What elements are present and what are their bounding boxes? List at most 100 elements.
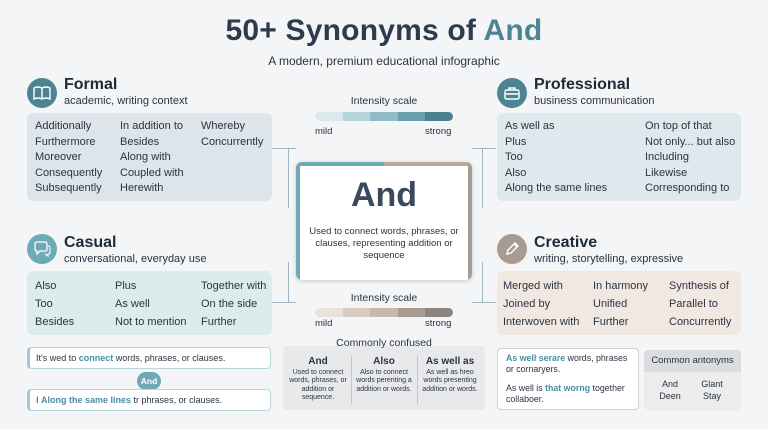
intensity-step — [342, 112, 371, 121]
formal-subtitle: academic, writing context — [64, 95, 188, 107]
creative-subtitle: writing, storytelling, expressive — [534, 253, 684, 265]
casual-col-2: Plus As well Not to mention — [115, 277, 187, 331]
confused-item: As well as As well as hreo words present… — [422, 356, 478, 393]
synonym: Concurrently — [669, 316, 732, 328]
synonym: Herewith — [120, 182, 164, 194]
page-title: 50+ Synonyms of And — [225, 14, 543, 47]
professional-subtitle: business communication — [534, 95, 655, 107]
book-icon — [27, 78, 57, 108]
antonyms-col-1: And Deen — [658, 378, 682, 402]
synonym: Likewise — [645, 166, 688, 179]
synonym: Along with — [120, 151, 171, 163]
synonym: Also — [35, 280, 57, 292]
center-word: And — [350, 176, 418, 214]
synonym: On top of that — [645, 120, 712, 132]
intensity-step — [370, 112, 398, 121]
synonym: In addition to — [120, 120, 183, 132]
synonym: Unified — [593, 298, 628, 310]
synonym: Further — [593, 316, 629, 328]
synonym: Too — [505, 151, 523, 163]
creative-col-1: Merged with Joined by Interwoven with — [503, 277, 579, 331]
intensity-strong: strong — [425, 126, 452, 137]
antonyms-box: Common antonyms And Deen Glant Stay — [644, 350, 741, 410]
antonyms-title: Common antonyms — [644, 350, 741, 372]
professional-col-2: On top of that Not only... but also Incl… — [645, 119, 735, 197]
synonym: As well — [115, 298, 150, 310]
formal-col-1: Additionally Furthermore Moreover Conseq… — [35, 119, 102, 197]
synonym: Including — [645, 151, 690, 163]
synonym: Along the same lines — [505, 182, 608, 194]
synonym: Not only... but also — [645, 135, 736, 148]
intensity-step — [315, 112, 343, 121]
intensity-step — [397, 112, 426, 121]
casual-subtitle: conversational, everyday use — [64, 253, 207, 265]
creative-example-1: As well serare words, phrases or cornary… — [506, 353, 628, 374]
synonym: Plus — [115, 280, 137, 292]
formal-col-2: In addition to Besides Along with Couple… — [120, 119, 184, 197]
intensity-step — [315, 308, 343, 317]
commonly-confused-box: And Used to connect words, phrases, or a… — [283, 346, 485, 410]
synonym: Besides — [120, 135, 160, 148]
synonym: Merged with — [503, 280, 563, 292]
center-description: Used to connect words, phrases, or claus… — [309, 226, 459, 261]
synonym: Moreover — [35, 151, 82, 163]
synonym: Synthesis of — [669, 280, 729, 292]
synonym: Too — [35, 298, 53, 310]
synonym: Parallel to — [669, 298, 718, 310]
intensity-strong: strong — [425, 318, 452, 329]
intensity-mild: mild — [315, 126, 333, 137]
antonym: Glant — [701, 379, 723, 389]
synonym: Consequently — [35, 166, 103, 179]
formal-title: Formal — [64, 76, 118, 93]
center-card: And Used to connect words, phrases, or c… — [296, 162, 472, 280]
professional-col-1: As well as Plus Too Also Along the same … — [505, 119, 607, 197]
confused-item: And Used to connect words, phrases, or a… — [289, 356, 347, 402]
chat-icon — [27, 234, 57, 264]
and-pill: And — [137, 372, 161, 390]
casual-col-1: Also Too Besides — [35, 277, 74, 331]
intensity-bar — [315, 112, 453, 121]
creative-title: Creative — [534, 234, 598, 251]
intensity-scale-label: Intensity scale — [350, 95, 418, 107]
professional-title: Professional — [534, 76, 631, 93]
synonym: Together with — [201, 280, 267, 292]
commonly-confused-title: Commonly confused — [336, 337, 432, 349]
casual-example-1: It's wed to connect words, phrases, or c… — [27, 347, 271, 369]
casual-example-2: I Along the same lines tr phrases, or cl… — [27, 389, 271, 411]
casual-word-box: Also Too Besides Plus As well Not to men… — [27, 271, 272, 335]
intensity-step — [397, 308, 426, 317]
intensity-scale-label: Intensity scale — [350, 292, 418, 304]
creative-col-2: In harmony Unified Further — [593, 277, 648, 331]
synonym: Interwoven with — [503, 316, 580, 328]
casual-col-3: Together with On the side Further — [201, 277, 266, 331]
synonym: Corresponding to — [645, 182, 730, 194]
intensity-step — [425, 112, 453, 121]
synonym: In harmony — [593, 280, 649, 292]
casual-title: Casual — [64, 234, 117, 251]
creative-examples: As well serare words, phrases or cornary… — [497, 348, 639, 410]
intensity-step — [370, 308, 398, 317]
confused-item: Also Also to connect words perenting a a… — [356, 356, 412, 393]
synonym: Also — [505, 166, 527, 179]
synonym: As well as — [505, 120, 555, 132]
synonym: Coupled with — [120, 166, 184, 179]
intensity-mild: mild — [315, 318, 333, 329]
synonym: Additionally — [35, 120, 92, 132]
briefcase-icon — [497, 78, 527, 108]
antonym: And — [661, 379, 678, 389]
synonym: Joined by — [503, 298, 551, 310]
synonym: Further — [201, 316, 237, 328]
professional-word-box: As well as Plus Too Also Along the same … — [497, 113, 741, 201]
synonym: Furthermore — [35, 135, 96, 148]
formal-col-3: Whereby Concurrently — [201, 119, 263, 150]
synonym: Whereby — [201, 120, 246, 132]
creative-example-2: As well is that worng together collaboer… — [506, 383, 625, 404]
intensity-step — [425, 308, 453, 317]
creative-word-box: Merged with Joined by Interwoven with In… — [497, 271, 741, 335]
intensity-bar — [315, 308, 453, 317]
pencil-icon — [497, 234, 527, 264]
antonym: Deen — [659, 391, 681, 401]
synonym: Not to mention — [115, 316, 187, 328]
synonym: Subsequently — [35, 182, 102, 194]
creative-col-3: Synthesis of Parallel to Concurrently — [669, 277, 731, 331]
